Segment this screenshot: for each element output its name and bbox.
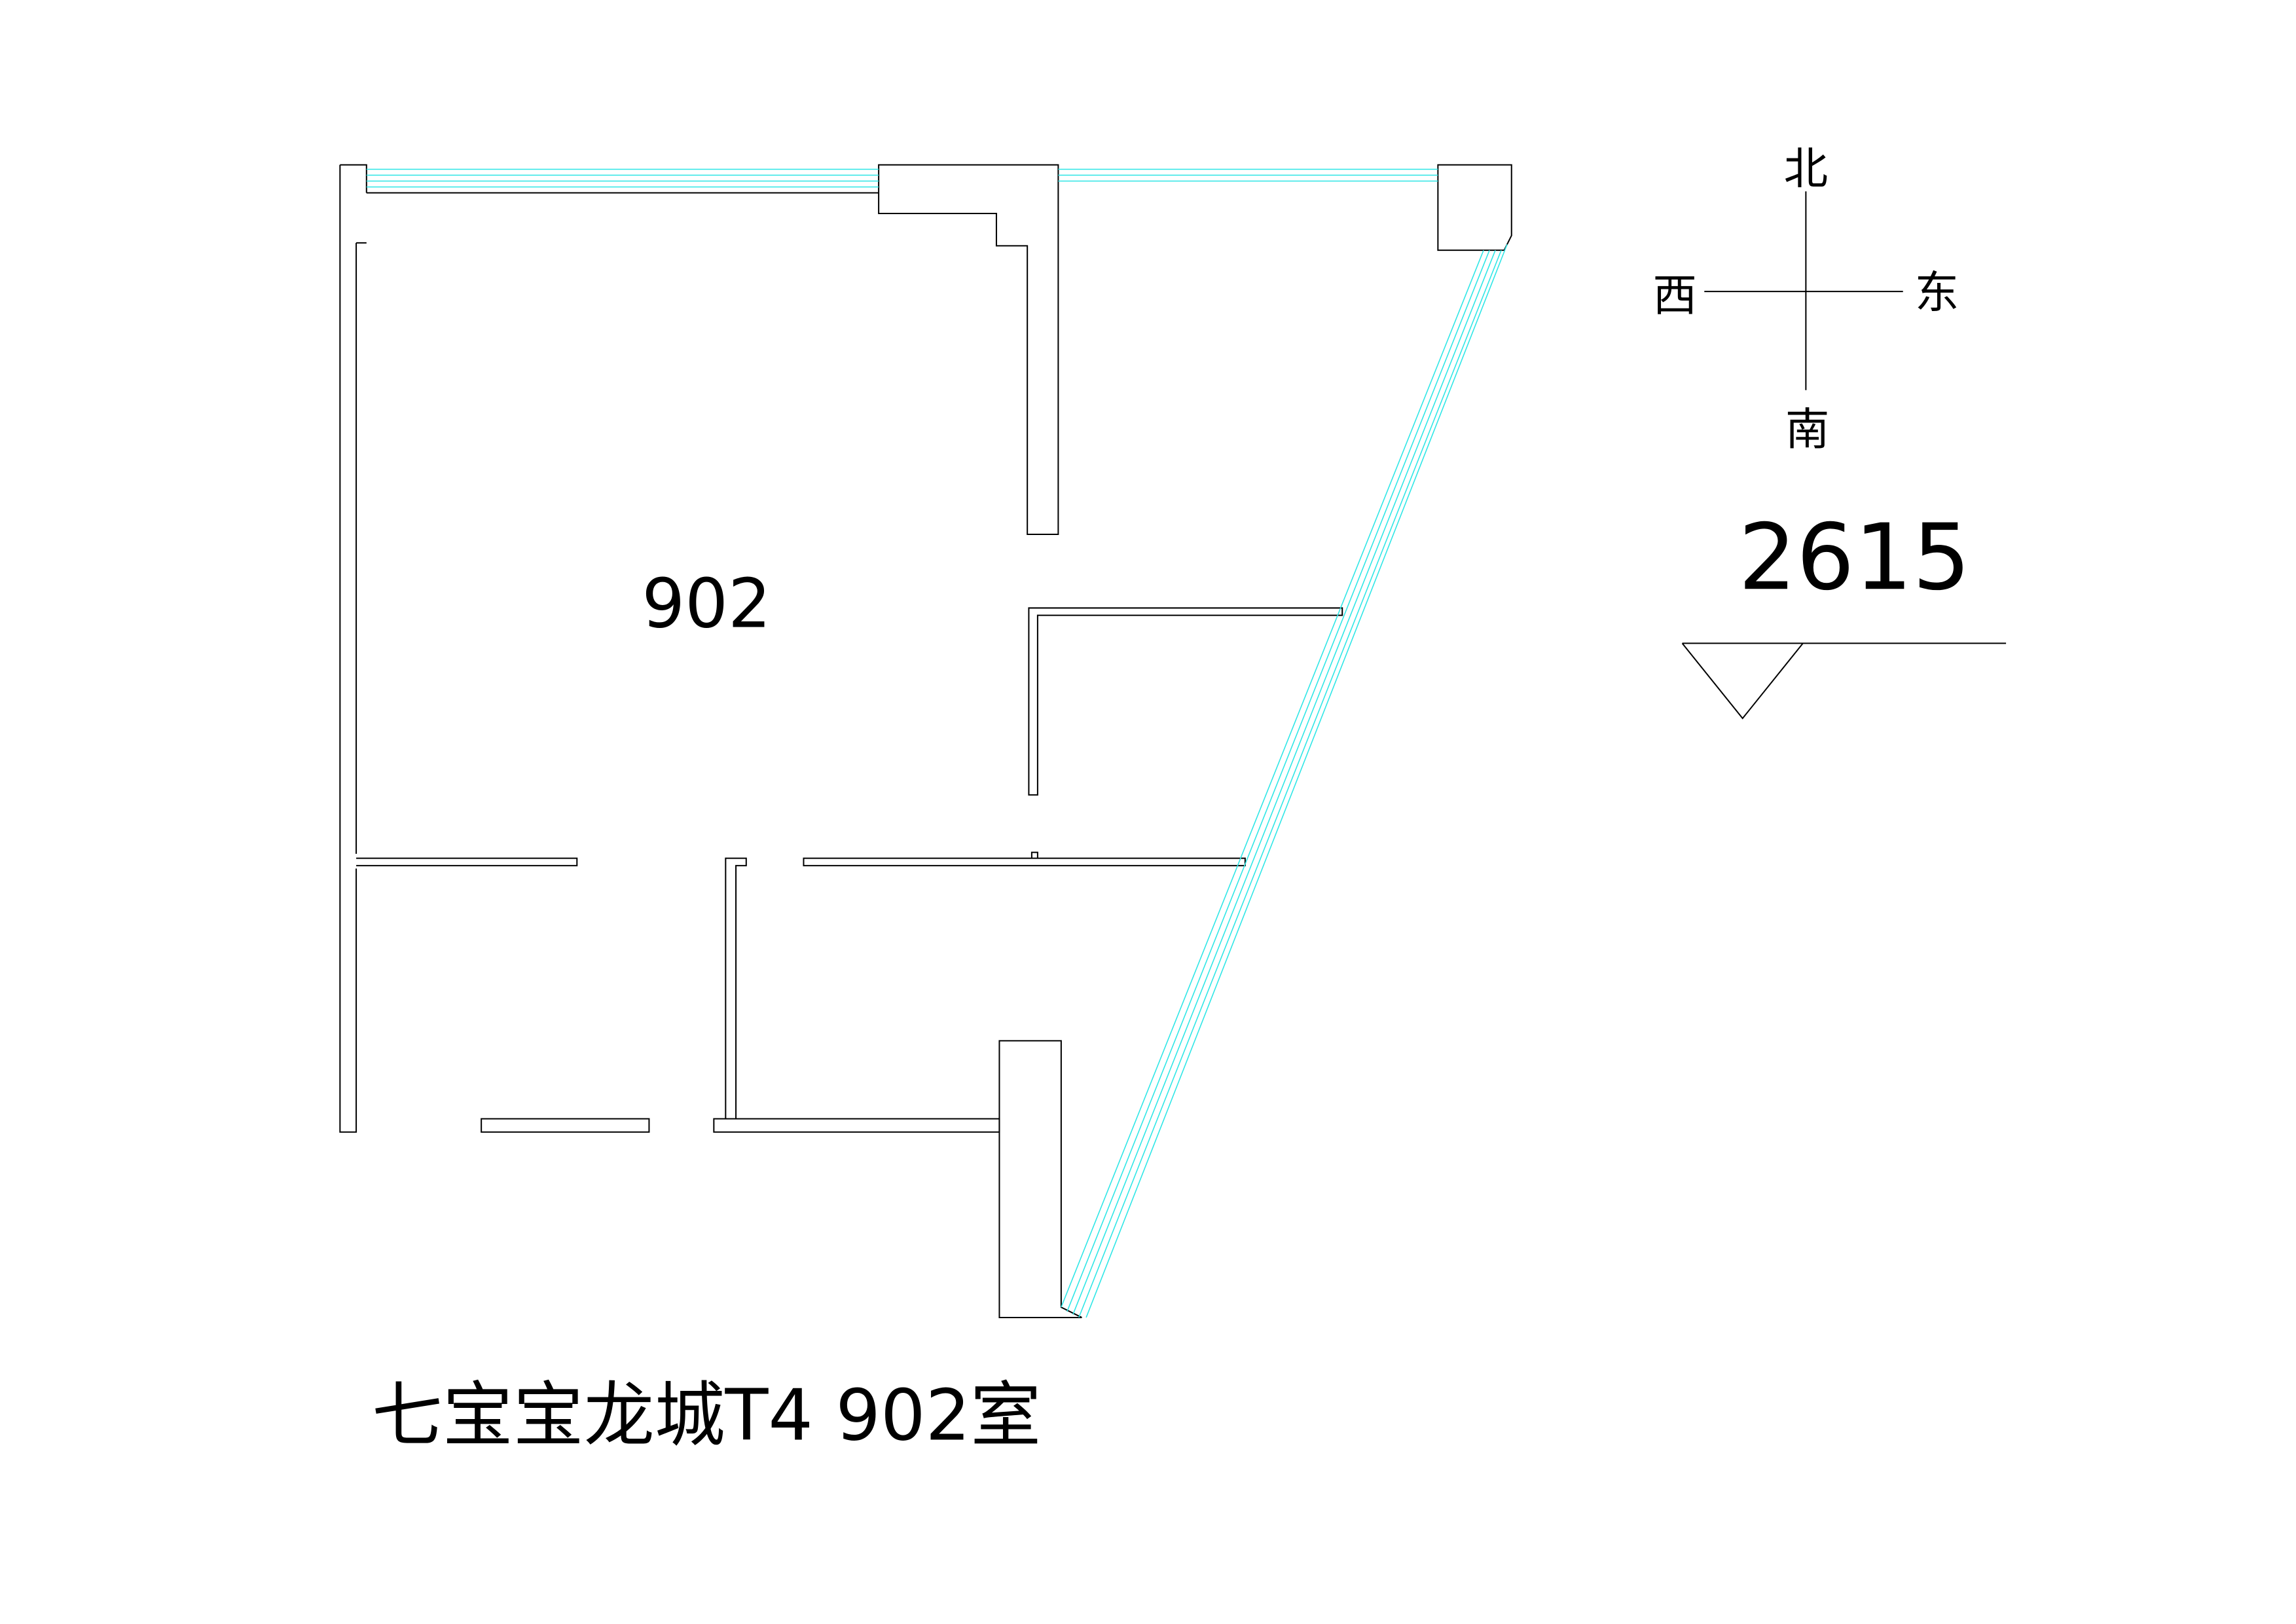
partition-wall-middle-left xyxy=(356,857,578,866)
compass-south-label: 南 xyxy=(1785,403,1829,455)
drawing-title: 七宝宝龙城T4 902室 xyxy=(372,1375,1041,1457)
north-column xyxy=(878,164,1059,536)
north-window-left xyxy=(366,168,879,188)
partition-wall-middle-right xyxy=(803,851,1246,866)
partition-wall-upper xyxy=(1028,607,1343,796)
room-number-label: 902 xyxy=(642,565,771,644)
partition-wall-vertical xyxy=(725,857,747,1120)
west-wall xyxy=(339,164,367,1133)
walls xyxy=(339,164,1512,1318)
compass: 北 南 西 东 xyxy=(1653,143,1959,455)
compass-east-label: 东 xyxy=(1915,267,1959,318)
elevation-value: 2615 xyxy=(1738,504,1971,610)
windows xyxy=(366,168,1508,1318)
east-diagonal-window xyxy=(1061,244,1508,1318)
north-window-right xyxy=(1058,168,1438,182)
elevation-marker-icon xyxy=(1681,642,2007,720)
south-wall-left xyxy=(481,1118,650,1133)
compass-north-label: 北 xyxy=(1784,143,1828,194)
compass-cross xyxy=(1704,191,1903,390)
compass-west-label: 西 xyxy=(1653,269,1697,321)
south-wall-right xyxy=(713,1118,1000,1133)
south-column xyxy=(998,1040,1082,1318)
northeast-corner-column xyxy=(1437,164,1512,251)
